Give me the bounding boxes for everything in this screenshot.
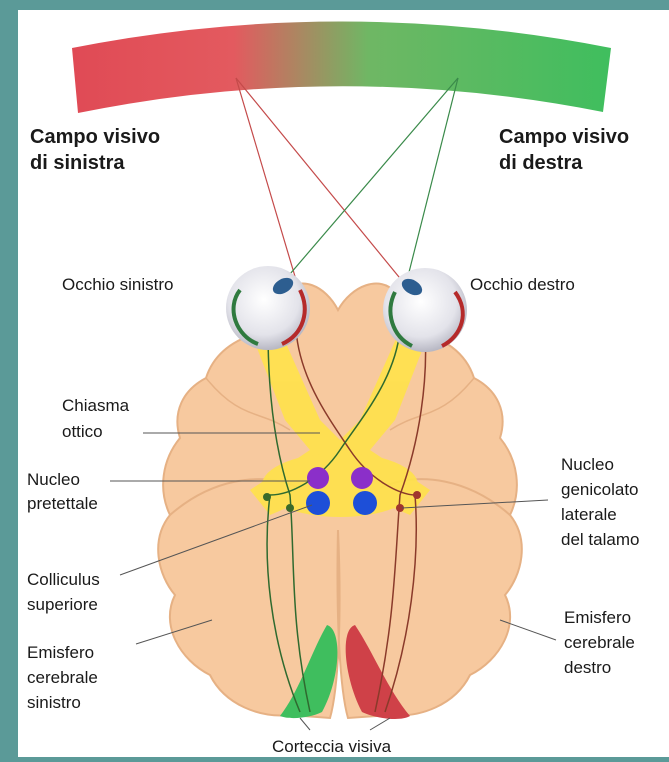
left-superior-colliculus (306, 491, 330, 515)
lgn-label-line4: del talamo (561, 530, 639, 549)
colliculus-label-line1: Colliculus (27, 570, 100, 589)
right-pretectal-nucleus (351, 467, 373, 489)
right-field-label-line2: di destra (499, 152, 583, 174)
pretectal-label-line2: pretettale (27, 494, 98, 513)
right-hemisphere-label-line2: cerebrale (564, 633, 635, 652)
right-lgn-node-2 (413, 491, 421, 499)
right-hemisphere-label-line3: destro (564, 658, 611, 677)
lgn-label-line1: Nucleo (561, 455, 614, 474)
right-superior-colliculus (353, 491, 377, 515)
left-eye-label: Occhio sinistro (62, 275, 173, 294)
left-field-label-line2: di sinistra (30, 152, 125, 174)
left-hemisphere-label-line2: cerebrale (27, 668, 98, 687)
left-field-label-line1: Campo visivo (30, 126, 160, 148)
left-hemisphere-label-line1: Emisfero (27, 643, 94, 662)
left-pretectal-nucleus (307, 467, 329, 489)
right-eye (383, 268, 467, 352)
colliculus-label-line2: superiore (27, 595, 98, 614)
right-hemisphere-label-line1: Emisfero (564, 608, 631, 627)
right-eye-label: Occhio destro (470, 275, 575, 294)
visual-cortex-label: Corteccia visiva (272, 737, 392, 756)
right-field-label-line1: Campo visivo (499, 126, 629, 148)
left-lgn-node (263, 493, 271, 501)
lgn-label-line2: genicolato (561, 480, 639, 499)
pretectal-label-line1: Nucleo (27, 470, 80, 489)
left-lgn-node-2 (286, 504, 294, 512)
lgn-label-line3: laterale (561, 505, 617, 524)
chiasm-label-line2: ottico (62, 422, 103, 441)
left-eye (226, 266, 310, 350)
chiasm-label-line1: Chiasma (62, 396, 130, 415)
left-hemisphere-label-line3: sinistro (27, 693, 81, 712)
